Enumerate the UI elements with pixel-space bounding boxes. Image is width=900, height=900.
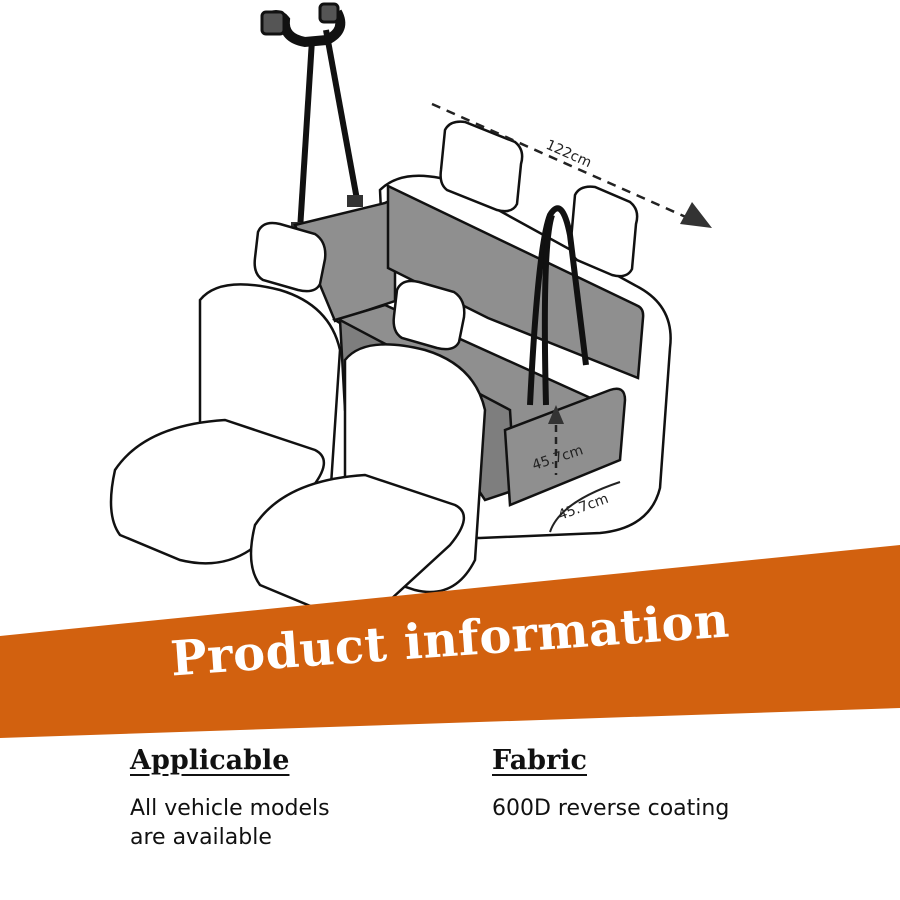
strap-buckle [347,195,363,207]
info-text-fabric: 600D reverse coating [492,796,730,821]
info-heading-applicable: Applicable [130,745,290,776]
car-seat-cover-illustration: 122cm 45.7cm 45.7cm [109,2,712,615]
info-fabric: Fabric 600D reverse coating [492,745,729,823]
width-arrow [431,102,712,228]
info-text-applicable: All vehicle models are available [130,796,330,850]
height-arrow [548,405,564,475]
depth-arrow [549,481,621,533]
front-straps [527,205,589,406]
info-heading-fabric: Fabric [492,745,587,776]
rear-straps [297,29,361,231]
info-applicable: Applicable All vehicle models are availa… [130,745,330,852]
headrest-hook [260,2,346,48]
